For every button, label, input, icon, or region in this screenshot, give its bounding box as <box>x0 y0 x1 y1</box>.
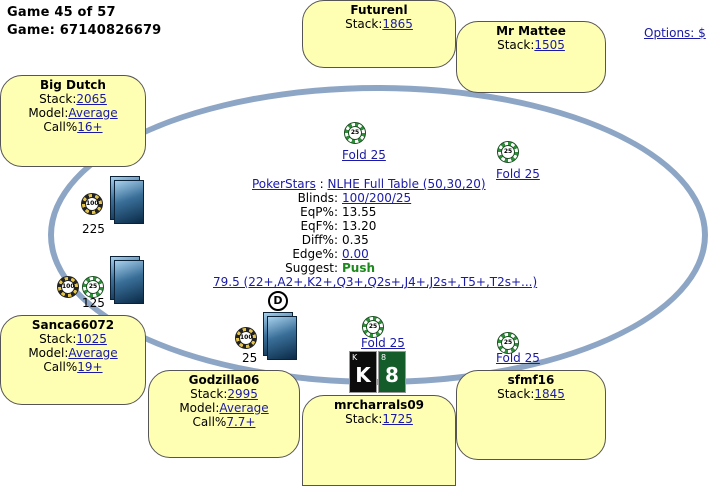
stack-link[interactable]: 2995 <box>227 387 258 401</box>
stack-link[interactable]: 2065 <box>76 92 107 106</box>
game-id: Game: 67140826679 <box>7 23 162 38</box>
call-label: Call% <box>43 120 78 134</box>
seat-futurenl[interactable]: Futurenl Stack:1865 <box>302 0 456 68</box>
call-label: Call% <box>192 415 227 429</box>
diff-label: Diff%: <box>301 233 338 247</box>
fold-action-hero[interactable]: Fold 25 <box>361 336 405 350</box>
chip-black-icon <box>57 276 79 298</box>
eqf-value: 13.20 <box>342 219 377 233</box>
fold-action-sfmf16[interactable]: Fold 25 <box>496 351 540 365</box>
seat-sanca66072[interactable]: Sanca66072 Stack:1025 Model:Average Call… <box>0 315 146 405</box>
edge-link[interactable]: 0.00 <box>342 247 369 261</box>
blinds-label: Blinds: <box>297 191 338 205</box>
seat-mr-mattee[interactable]: Mr Mattee Stack:1505 <box>456 21 606 93</box>
table-info-line: PokerStars : NLHE Full Table (50,30,20) <box>252 177 486 191</box>
hero-card-king-clubs: K K <box>349 351 377 393</box>
seat-big-dutch[interactable]: Big Dutch Stack:2065 Model:Average Call%… <box>0 75 146 167</box>
player-name: Futurenl <box>350 3 408 17</box>
stack-link[interactable]: 1865 <box>382 17 413 31</box>
stack-label: Stack: <box>39 92 77 106</box>
stack-link[interactable]: 1845 <box>534 387 565 401</box>
player-name: mrcharrals09 <box>333 398 425 412</box>
stack-link[interactable]: 1505 <box>534 38 565 52</box>
bet-amount-big-dutch: 225 <box>82 222 105 236</box>
suggest-label: Suggest: <box>285 261 338 275</box>
bet-amount-sanca66072: 125 <box>82 296 105 310</box>
stack-label: Stack: <box>39 332 77 346</box>
model-link[interactable]: Average <box>68 346 118 360</box>
blinds-link[interactable]: 100/200/25 <box>342 191 412 205</box>
stack-label: Stack: <box>345 412 383 426</box>
card-corner-rank: K <box>352 353 358 362</box>
hero-card-eight-clubs: 8 8 <box>378 351 406 393</box>
player-name: Big Dutch <box>40 78 106 92</box>
seat-hero[interactable]: mrcharrals09 Stack:1725 <box>302 395 456 486</box>
card-rank: 8 <box>385 363 399 387</box>
fold-action-mr-mattee[interactable]: Fold 25 <box>496 167 540 181</box>
player-name: Sanca66072 <box>31 318 115 332</box>
eqp-label: EqP%: <box>300 205 338 219</box>
chip-green-icon <box>362 316 384 338</box>
separator: : <box>315 177 328 191</box>
player-name: sfmf16 <box>507 373 555 387</box>
stack-label: Stack: <box>190 387 228 401</box>
range-link[interactable]: 79.5 (22+,A2+,K2+,Q3+,Q2s+,J4+,J2s+,T5+,… <box>213 275 538 289</box>
eqf-label: EqF%: <box>300 219 338 233</box>
options-link[interactable]: Options: $ <box>644 26 706 40</box>
card-back-icon <box>114 260 144 304</box>
edge-label: Edge%: <box>292 247 338 261</box>
model-link[interactable]: Average <box>219 401 269 415</box>
dealer-button-icon: D <box>268 291 288 311</box>
site-link[interactable]: PokerStars <box>252 177 316 191</box>
call-link[interactable]: 16+ <box>77 120 103 134</box>
call-label: Call% <box>43 360 78 374</box>
card-back-icon <box>267 316 297 360</box>
stack-link[interactable]: 1025 <box>76 332 107 346</box>
card-back-icon <box>114 180 144 224</box>
call-link[interactable]: 7.7+ <box>226 415 256 429</box>
suggest-value: Push <box>342 261 376 275</box>
fold-action-futurenl[interactable]: Fold 25 <box>342 148 386 162</box>
chip-black-icon <box>81 193 103 215</box>
game-counter: Game 45 of 57 <box>7 5 116 20</box>
chip-green-icon <box>344 122 366 144</box>
table-type-link[interactable]: NLHE Full Table (50,30,20) <box>327 177 486 191</box>
model-label: Model: <box>179 401 220 415</box>
model-label: Model: <box>28 346 69 360</box>
card-corner-rank: 8 <box>381 353 387 362</box>
chip-green-icon <box>497 141 519 163</box>
stack-label: Stack: <box>345 17 383 31</box>
seat-sfmf16[interactable]: sfmf16 Stack:1845 <box>456 370 606 460</box>
eqp-value: 13.55 <box>342 205 377 219</box>
card-rank: K <box>355 363 371 387</box>
diff-value: 0.35 <box>342 233 369 247</box>
model-link[interactable]: Average <box>68 106 118 120</box>
chip-black-icon <box>235 327 257 349</box>
stack-link[interactable]: 1725 <box>382 412 413 426</box>
stack-label: Stack: <box>497 38 535 52</box>
model-label: Model: <box>28 106 69 120</box>
chip-green-icon <box>497 332 519 354</box>
seat-godzilla06[interactable]: Godzilla06 Stack:2995 Model:Average Call… <box>148 370 300 458</box>
call-link[interactable]: 19+ <box>77 360 103 374</box>
stack-label: Stack: <box>497 387 535 401</box>
player-name: Godzilla06 <box>188 373 260 387</box>
chip-green-icon <box>82 276 104 298</box>
player-name: Mr Mattee <box>496 24 566 38</box>
bet-amount-godzilla06: 25 <box>242 351 258 365</box>
